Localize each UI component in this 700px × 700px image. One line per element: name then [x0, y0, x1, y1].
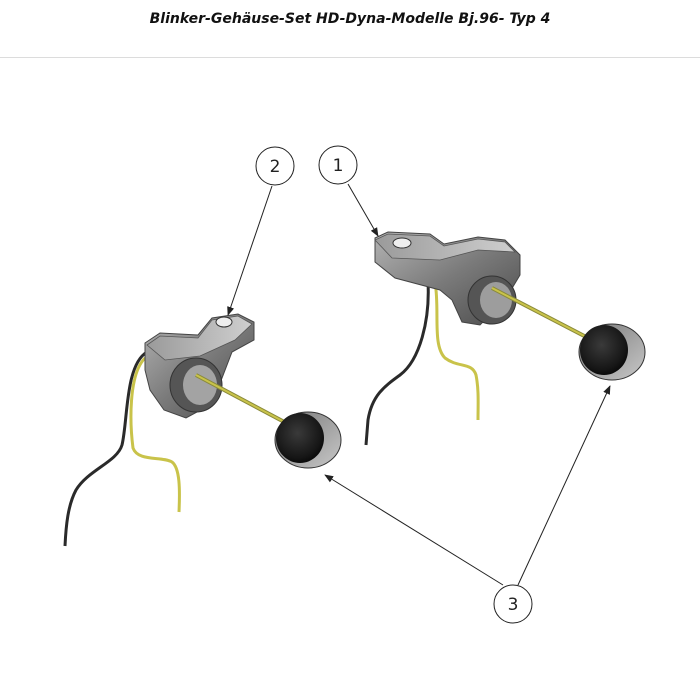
- callout-2-label: 2: [270, 157, 281, 177]
- callout-3: 3: [493, 584, 533, 624]
- right-indicator-assembly: [364, 231, 646, 446]
- indicator-lens-right: [578, 323, 646, 381]
- leader-1: [347, 183, 379, 237]
- diagram-title: Blinker-Gehäuse-Set HD-Dyna-Modelle Bj.9…: [149, 11, 551, 27]
- black-wire-left: [63, 350, 148, 547]
- yellow-wire-left: [129, 356, 181, 513]
- left-indicator-assembly: [63, 313, 342, 547]
- callout-1-label: 1: [333, 156, 344, 176]
- callout-1: 1: [318, 145, 358, 185]
- leader-3a: [324, 474, 504, 586]
- callout-3-label: 3: [508, 595, 519, 615]
- leader-2: [227, 185, 273, 316]
- indicator-lens-left: [274, 411, 342, 469]
- leader-3b: [517, 385, 611, 586]
- title-divider: [0, 57, 700, 58]
- yellow-wire-right: [433, 281, 480, 421]
- leader-lines: [227, 183, 611, 586]
- callout-2: 2: [255, 146, 295, 186]
- black-wire-right: [364, 281, 430, 446]
